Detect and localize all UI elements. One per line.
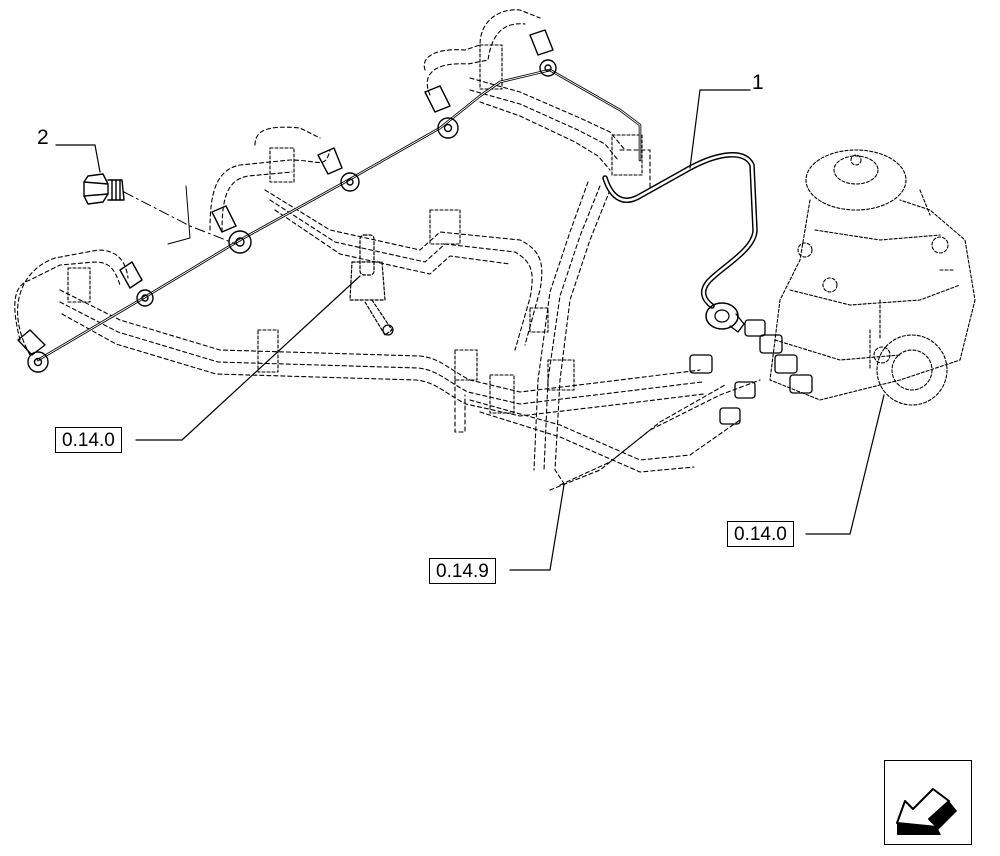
leader-injector-ref <box>135 275 361 441</box>
pump-outlet-fittings <box>689 319 813 425</box>
leak-off-line <box>36 68 642 362</box>
reference-box-return-line[interactable]: 0.14.9 <box>429 558 496 584</box>
leader-return-ref <box>509 484 565 571</box>
previous-page-arrow-icon[interactable] <box>884 760 972 845</box>
reference-box-injector[interactable]: 0.14.0 <box>55 427 122 453</box>
arrow-glyph-icon <box>896 788 957 835</box>
banjo-screw <box>83 173 125 205</box>
callout-item-1: 1 <box>752 71 764 94</box>
reference-box-pump[interactable]: 0.14.0 <box>727 521 794 547</box>
section-marker <box>167 185 191 245</box>
assembly-axis-line <box>123 191 237 245</box>
callout-item-2: 2 <box>37 126 49 149</box>
leader-item-1 <box>689 89 751 169</box>
leak-off-banjo-fittings <box>17 29 557 373</box>
phantom-pipes <box>14 9 761 491</box>
fuel-return-pipe <box>602 152 758 333</box>
leader-pump-ref <box>805 394 885 535</box>
injection-pump <box>769 149 976 406</box>
leader-lines <box>55 89 885 571</box>
fuel-injector <box>349 234 394 336</box>
pipe-clamps <box>67 44 643 414</box>
leader-item-2 <box>55 144 101 173</box>
